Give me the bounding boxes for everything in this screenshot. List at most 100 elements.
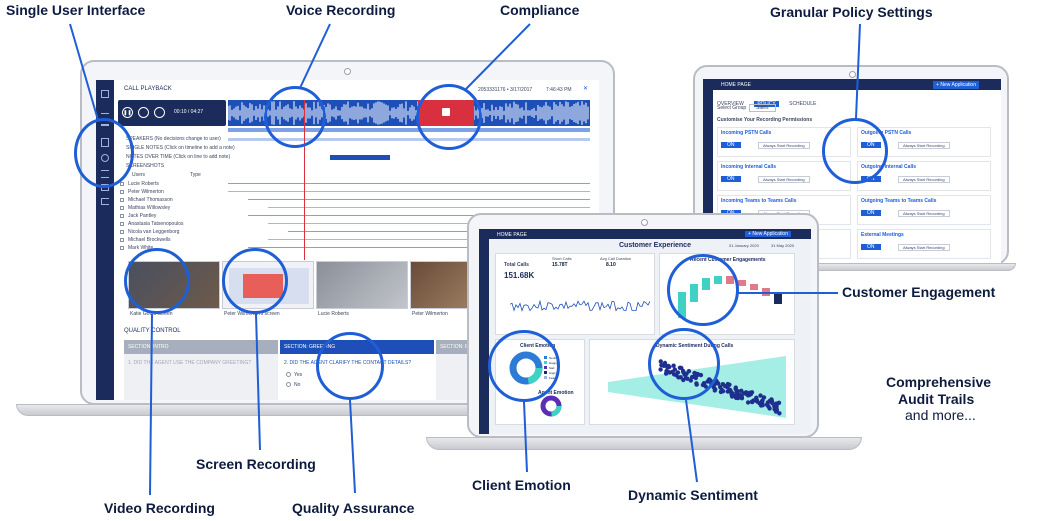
permission-title: Outgoing Internal Calls bbox=[861, 164, 917, 170]
participant-row[interactable]: Jack Pantley bbox=[118, 212, 590, 220]
participant-checkbox[interactable] bbox=[120, 230, 124, 234]
participant-checkbox[interactable] bbox=[120, 198, 124, 202]
video-thumb-lucie[interactable] bbox=[316, 261, 408, 309]
calls-series-line bbox=[510, 299, 650, 312]
callout-screen-recording: Screen Recording bbox=[196, 456, 316, 472]
player-controls: ❚❚ 00:10 / 04:27 bbox=[118, 100, 226, 126]
timeline-bar[interactable] bbox=[228, 128, 590, 132]
pause-button[interactable]: ❚❚ bbox=[122, 107, 133, 118]
callout-audit-line1: Comprehensive bbox=[886, 374, 992, 390]
short-calls-label: Short Calls bbox=[552, 256, 572, 261]
rewind-button[interactable] bbox=[138, 107, 149, 118]
chart-icon[interactable] bbox=[101, 108, 109, 114]
participant-checkbox[interactable] bbox=[120, 214, 124, 218]
permission-rule-select[interactable]: Always Start Recording bbox=[898, 142, 950, 149]
participant-row[interactable]: Anastasia Tatsenopoulos bbox=[118, 220, 590, 228]
permission-rule-select[interactable]: Always Start Recording bbox=[898, 210, 950, 217]
logout-icon[interactable] bbox=[101, 198, 109, 205]
sentiment-point bbox=[720, 382, 726, 387]
qc-option-no: No bbox=[294, 382, 301, 388]
date-to[interactable]: 31 May 2020 bbox=[771, 243, 795, 248]
qc-radio-no[interactable] bbox=[286, 382, 291, 387]
sentiment-point bbox=[750, 399, 755, 405]
calls-line-chart bbox=[510, 299, 650, 312]
participant-speech-track bbox=[268, 223, 590, 224]
avg-call-value: 8.10 bbox=[606, 262, 616, 268]
video-label-screen: Peter Wilmerton's screen bbox=[224, 311, 280, 317]
sentiment-point bbox=[749, 390, 755, 395]
permission-title: External Meetings bbox=[861, 232, 904, 238]
sentiment-point bbox=[739, 388, 744, 393]
participant-name: Michael Brockwells bbox=[128, 237, 171, 243]
participant-checkbox[interactable] bbox=[120, 182, 124, 186]
qc-option-yes: Yes bbox=[294, 372, 303, 378]
permissions-title: Customise Your Recording Permissions bbox=[717, 117, 813, 123]
agent-emotion-slice bbox=[540, 395, 562, 417]
qc-radio-yes[interactable] bbox=[286, 372, 291, 377]
highlight-emotion bbox=[488, 330, 560, 402]
participant-row[interactable]: Mathias Willowsley bbox=[118, 204, 590, 212]
permission-rule-select[interactable]: Always Start Recording bbox=[758, 176, 810, 183]
participant-row[interactable]: Peter Wilmerton bbox=[118, 188, 590, 196]
select-group-value[interactable]: Sales bbox=[749, 104, 776, 112]
participant-checkbox[interactable] bbox=[120, 190, 124, 194]
tab-overview[interactable]: OVERVIEW bbox=[717, 101, 744, 107]
sentiment-point bbox=[770, 400, 775, 406]
participant-name: Michael Thomasson bbox=[128, 197, 173, 203]
sentiment-point bbox=[772, 407, 777, 412]
participant-checkbox[interactable] bbox=[120, 246, 124, 250]
participant-checkbox[interactable] bbox=[120, 206, 124, 210]
participant-speech-track bbox=[228, 191, 590, 192]
call-datetime: 2053331176 • 3/17/2017 bbox=[478, 87, 533, 93]
sentiment-point bbox=[712, 388, 717, 393]
grid-icon[interactable] bbox=[101, 90, 109, 98]
permission-rule-select[interactable]: Always Start Recording bbox=[898, 176, 950, 183]
sentiment-point bbox=[777, 411, 782, 416]
callout-customer-engagement: Customer Engagement bbox=[842, 284, 996, 300]
participant-speech-track bbox=[288, 231, 590, 232]
participant-name: Nicola van Leggenborg bbox=[128, 229, 180, 235]
waterfall-bar bbox=[762, 288, 770, 296]
row-label-notes-over-time: NOTES OVER TIME (Click on line to add no… bbox=[126, 154, 231, 160]
participant-speech-track bbox=[268, 207, 590, 208]
policy-add-button[interactable]: + New Application bbox=[933, 81, 979, 89]
highlight-video bbox=[124, 248, 190, 314]
sentiment-point bbox=[767, 406, 772, 411]
camera-icon bbox=[641, 219, 648, 226]
permission-on-toggle[interactable]: ON bbox=[721, 142, 741, 148]
permission-on-toggle[interactable]: ON bbox=[861, 210, 881, 216]
sentiment-point bbox=[734, 388, 739, 394]
callout-audit-line2: Audit Trails bbox=[898, 391, 975, 407]
row-label-screenshots: SCREENSHOTS bbox=[126, 163, 165, 169]
participant-row[interactable]: Nicola van Leggenborg bbox=[118, 228, 590, 236]
permission-title: Outgoing Teams to Teams Calls bbox=[861, 198, 937, 204]
tab-schedule[interactable]: SCHEDULE bbox=[789, 101, 817, 107]
participant-row[interactable]: Michael Thomasson bbox=[118, 196, 590, 204]
highlight-sentiment bbox=[648, 328, 720, 400]
waterfall-bar bbox=[750, 284, 758, 290]
analytics-add-button[interactable]: + New Application bbox=[745, 231, 791, 237]
close-icon[interactable]: ✕ bbox=[583, 86, 589, 92]
participant-row[interactable]: Lucie Roberts bbox=[118, 180, 590, 188]
playhead[interactable] bbox=[304, 100, 305, 260]
date-from[interactable]: 01 January 2020 bbox=[729, 243, 759, 248]
permission-rule-select[interactable]: Always Start Recording bbox=[898, 244, 950, 251]
forward-button[interactable] bbox=[154, 107, 165, 118]
analytics-navbar: HOME PAGE + New Application bbox=[479, 229, 811, 239]
permission-rule-select[interactable]: Always Start Recording bbox=[758, 142, 810, 149]
sentiment-point bbox=[759, 399, 764, 404]
permission-on-toggle[interactable]: ON bbox=[721, 176, 741, 182]
permission-on-toggle[interactable]: ON bbox=[861, 244, 881, 250]
participant-checkbox[interactable] bbox=[120, 238, 124, 242]
select-group-label: Select Group bbox=[717, 105, 747, 111]
policy-sidebar bbox=[703, 79, 713, 263]
permission-title: Outgoing PSTN Calls bbox=[861, 130, 912, 136]
qc-section-intro[interactable]: SECTION: INTRO bbox=[124, 340, 278, 354]
callout-client-emotion: Client Emotion bbox=[472, 477, 571, 493]
participant-checkbox[interactable] bbox=[120, 222, 124, 226]
participant-row[interactable]: Mark White bbox=[118, 244, 590, 252]
participant-row[interactable]: Michael Brockwells bbox=[118, 236, 590, 244]
agent-emotion-title: Agent Emotion bbox=[538, 390, 574, 396]
row-label-speakers: SPEAKERS (No decisions change to user) bbox=[126, 136, 221, 142]
